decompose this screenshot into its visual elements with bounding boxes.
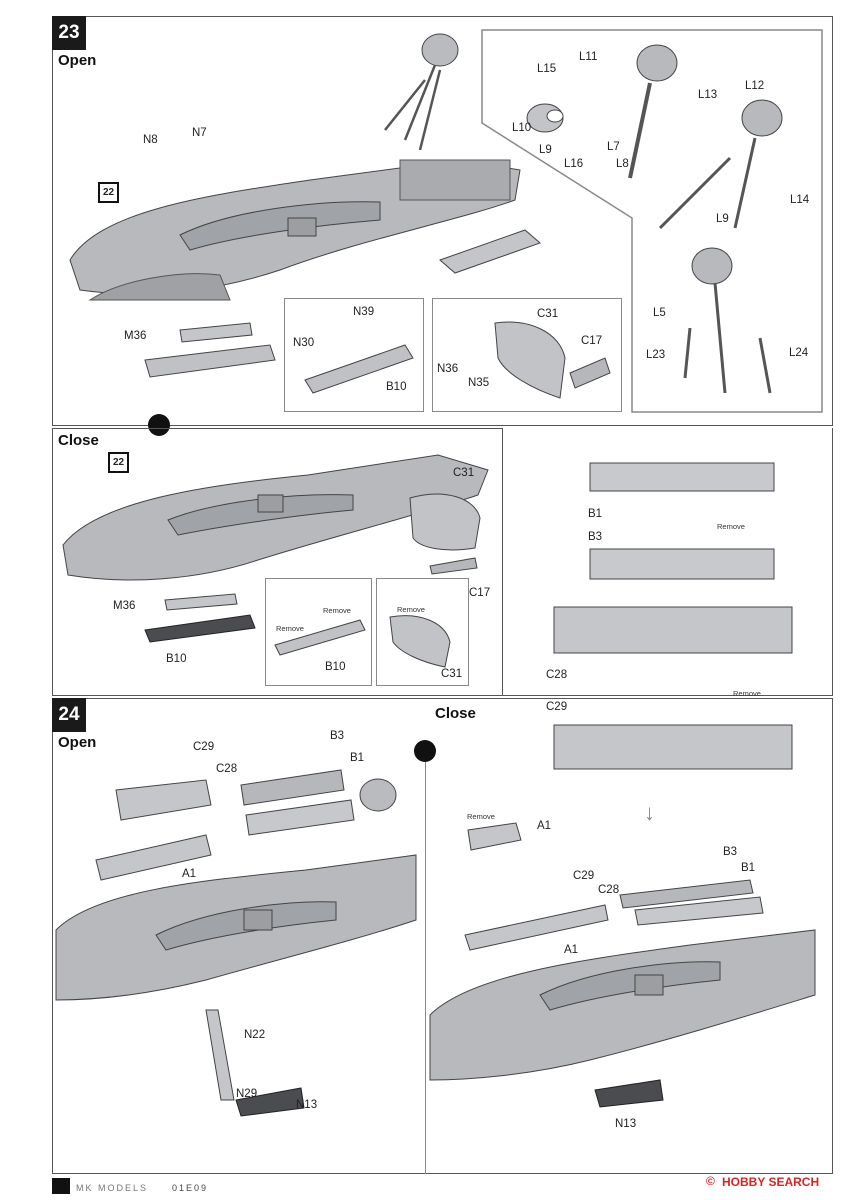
step-24-frame <box>52 698 833 1174</box>
label-l13: L13 <box>698 89 718 101</box>
watermark-mark: © <box>706 1174 715 1188</box>
label-24c-b3: B3 <box>723 846 738 858</box>
remove-label-a1: Remove <box>467 812 495 821</box>
label-l10: L10 <box>512 122 532 134</box>
label-24-b1: B1 <box>350 752 365 764</box>
label-close-c17: C17 <box>469 587 491 599</box>
label-24c-a1: A1 <box>537 820 552 832</box>
label-close-c31b: C31 <box>441 668 463 680</box>
label-l23: L23 <box>646 349 666 361</box>
m36-b10-parts <box>144 322 276 378</box>
step-23-close-heading: Close <box>58 432 99 449</box>
label-24-a1: A1 <box>182 868 197 880</box>
step-23-ref-22: 22 <box>98 182 119 203</box>
b3-part <box>589 548 775 580</box>
label-24c-a1b: A1 <box>564 944 579 956</box>
footer-brand: MK MODELS <box>76 1183 149 1193</box>
label-l9b: L9 <box>716 213 729 225</box>
fuselage-close-illustration <box>62 454 489 581</box>
label-24-n13: N13 <box>296 1099 318 1111</box>
label-l8: L8 <box>616 158 629 170</box>
remove-label-1: Remove <box>276 624 304 633</box>
step-23-frame <box>52 16 833 426</box>
label-n8: N8 <box>143 134 158 146</box>
label-24-c28: C28 <box>216 763 238 775</box>
label-24-n22: N22 <box>244 1029 266 1041</box>
label-n39: N39 <box>353 306 375 318</box>
label-c31: C31 <box>537 308 559 320</box>
label-24-b3: B3 <box>330 730 345 742</box>
label-l24: L24 <box>789 347 809 359</box>
parts-panel-frame <box>503 428 833 696</box>
remove-label-c28: Remove <box>733 689 761 698</box>
fuselage-24-open <box>55 769 417 1117</box>
label-l12: L12 <box>745 80 765 92</box>
b1-part <box>589 462 775 492</box>
step-23-open-heading: Open <box>58 52 97 69</box>
label-n7: N7 <box>192 127 207 139</box>
step-24-open-heading: Open <box>58 734 97 751</box>
remove-label-3: Remove <box>397 605 425 614</box>
b10-detail <box>304 344 414 394</box>
label-l5: L5 <box>653 307 666 319</box>
step-24-close-heading: Close <box>435 705 476 722</box>
step-24-divider <box>425 762 426 1174</box>
label-24-n29: N29 <box>236 1088 258 1100</box>
c29-part <box>553 724 793 770</box>
step-24-number: 24 <box>52 698 86 732</box>
label-b10: B10 <box>386 381 407 393</box>
step-23-close-frame <box>52 428 503 696</box>
label-l16: L16 <box>564 158 584 170</box>
label-close-m36: M36 <box>113 600 136 612</box>
rotate-view-icon <box>148 414 170 436</box>
mk-logo-icon <box>52 1178 70 1194</box>
label-24c-n13: N13 <box>615 1118 637 1130</box>
c31-close-detail <box>389 615 451 668</box>
label-n35: N35 <box>468 377 490 389</box>
rotate-view-icon-2 <box>414 740 436 762</box>
watermark: HOBBY SEARCH <box>722 1175 820 1189</box>
fuselage-24-close <box>429 879 816 1108</box>
label-parts-c29: C29 <box>546 701 568 713</box>
b10-close-detail <box>274 619 366 656</box>
remove-label-b1: Remove <box>717 522 745 531</box>
remove-label-2: Remove <box>323 606 351 615</box>
label-n30: N30 <box>293 337 315 349</box>
fuselage-open-illustration <box>69 159 521 301</box>
label-24-c29: C29 <box>193 741 215 753</box>
label-l9: L9 <box>539 144 552 156</box>
a1-remove-part <box>467 822 522 851</box>
landing-gear-open <box>384 33 459 151</box>
label-c17: C17 <box>581 335 603 347</box>
c31-detail <box>494 321 611 399</box>
landing-gear-detail-panel <box>481 29 823 413</box>
footer-code: 01E09 <box>172 1183 209 1193</box>
step-23-close-ref-22: 22 <box>108 452 129 473</box>
cowl-flap-open <box>439 229 541 274</box>
label-l7: L7 <box>607 141 620 153</box>
label-m36: M36 <box>124 330 147 342</box>
label-l14: L14 <box>790 194 810 206</box>
label-n36: N36 <box>437 363 459 375</box>
step-23-number: 23 <box>52 16 86 50</box>
label-close-b10: B10 <box>166 653 187 665</box>
label-l11: L11 <box>579 51 598 63</box>
label-close-c31: C31 <box>453 467 475 479</box>
label-24c-c29: C29 <box>573 870 595 882</box>
label-parts-c28: C28 <box>546 669 568 681</box>
c28-part <box>553 606 793 654</box>
m36-b10-close <box>144 593 256 643</box>
label-24c-b1: B1 <box>741 862 756 874</box>
label-parts-b1: B1 <box>588 508 603 520</box>
label-parts-b3: B3 <box>588 531 603 543</box>
c31-c17-close <box>409 493 481 575</box>
label-l15: L15 <box>537 63 557 75</box>
label-24c-c28: C28 <box>598 884 620 896</box>
label-close-b10b: B10 <box>325 661 346 673</box>
down-arrow-icon: ↓ <box>644 800 655 825</box>
